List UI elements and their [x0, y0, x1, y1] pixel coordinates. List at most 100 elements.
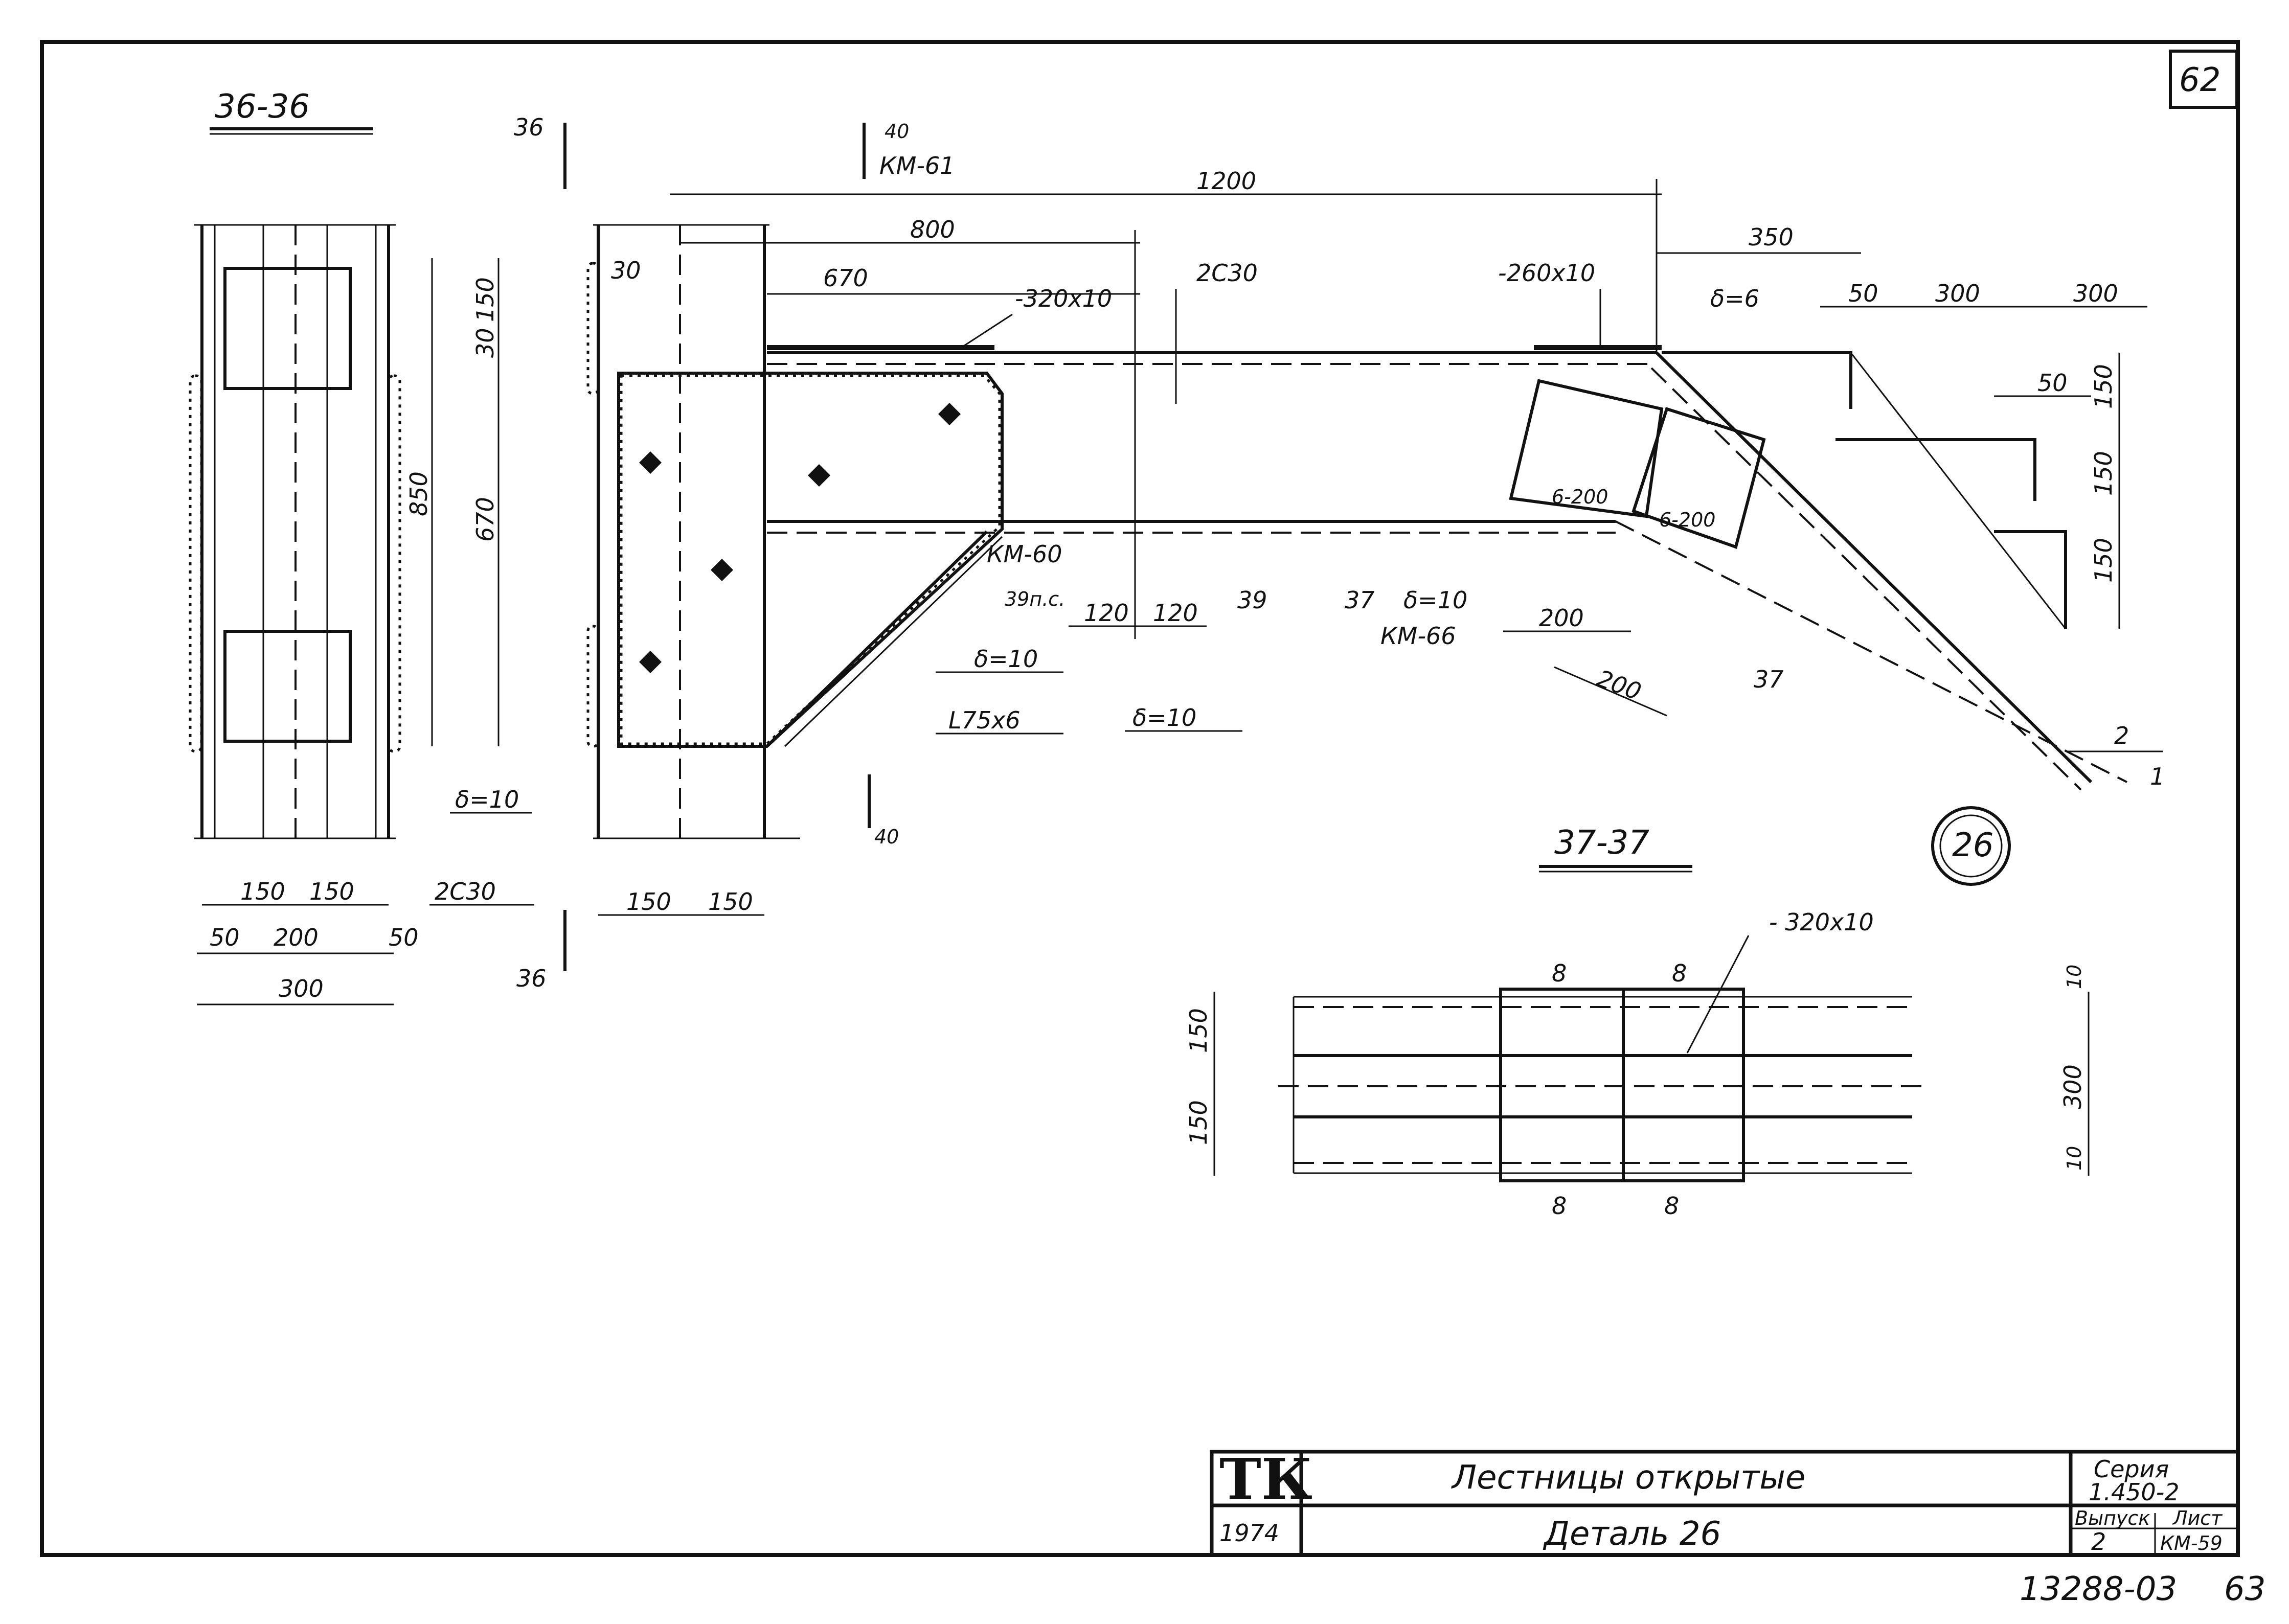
cut36-top: 36 [514, 113, 544, 141]
angle-brace-2 [784, 536, 1003, 747]
plate-260-label: -260х10 [1498, 259, 1595, 287]
main-col-dim-150a: 150 [626, 888, 671, 916]
bracket-plate-2 [1631, 407, 1766, 549]
dim-150a: 150 [2090, 364, 2117, 409]
s37-weld-8b: 8 [1672, 959, 1687, 987]
cut37b-label: 37 [1754, 666, 1784, 693]
steps [1662, 351, 2067, 629]
dim-50a: 50 [1848, 280, 1878, 307]
vdim-30a: 30 [611, 257, 641, 284]
sheet-border [40, 40, 2240, 1557]
plate-320b-label: - 320х10 [1769, 908, 1874, 936]
delta10a-label: δ=10 [974, 645, 1038, 673]
callouts: -320х10 2С30 -260х10 δ=6 КМ-60 39п.с. δ=… [936, 259, 2165, 886]
s37-dim-10a: 10 [2063, 965, 2086, 989]
km60-label: КМ-60 [987, 540, 1062, 568]
b6-200b-label: 6-200 [1659, 509, 1715, 531]
s37-weld-8c: 8 [1552, 1192, 1567, 1220]
main-col-dim-150b: 150 [708, 888, 753, 916]
gusset-plate [617, 372, 1004, 748]
tb-series-value: 1.450-2 [2089, 1478, 2180, 1506]
section-36-title: 36-36 [215, 88, 310, 126]
steps-nosing [1850, 352, 2067, 629]
main-col-bottom-dims: 150 150 [598, 888, 764, 916]
s37-weld-8a: 8 [1552, 959, 1567, 987]
slope-2: 2 [2114, 722, 2129, 749]
dim-200b: 200 [1593, 665, 1645, 706]
dim-670: 670 [823, 264, 868, 292]
archive-number: 13288-03 [2020, 1570, 2177, 1608]
stringer-top-inner [1650, 367, 2082, 791]
delta6-label: δ=6 [1710, 285, 1759, 312]
dim-350: 350 [1749, 223, 1794, 251]
bolt-5 [938, 403, 961, 425]
bolt-1 [639, 451, 662, 474]
dim-150b: 150 [2090, 451, 2117, 496]
dim-120b: 120 [1153, 599, 1198, 627]
step-2 [1835, 438, 2036, 501]
step-1 [1662, 351, 1852, 409]
vdim-850-label: 850 [405, 471, 433, 516]
s37-dim-150b: 150 [1185, 1100, 1212, 1145]
main-elevation: 36 36 40 КМ-61 40 [514, 113, 2147, 992]
s37-weld-8d: 8 [1664, 1192, 1679, 1220]
section-37-title: 37-37 [1554, 824, 1649, 862]
angle-brace [765, 530, 988, 748]
col36-weld-r [387, 374, 401, 753]
tb-sheet-label: Лист [2172, 1507, 2223, 1529]
angle75-label: L75х6 [948, 706, 1021, 734]
page-number-box [2169, 50, 2238, 109]
s37-dim-10b: 10 [2063, 1146, 2086, 1171]
plate-320b-leader [1686, 935, 1750, 1054]
bolt-2 [639, 651, 662, 673]
col36-dim-150a: 150 [240, 878, 285, 905]
channel-2c30-col: 2С30 [435, 878, 496, 905]
dim-50b: 50 [2037, 369, 2068, 397]
delta10c-label: δ=10 [1403, 586, 1467, 614]
tb-series-label: Серия [2094, 1455, 2169, 1483]
tb-issue-value: 2 [2091, 1528, 2106, 1556]
s37-dim-300: 300 [2059, 1064, 2087, 1109]
footer-page-number: 63 [2224, 1570, 2265, 1608]
bolts [639, 403, 961, 673]
col-weld-top [586, 262, 600, 395]
stringer-bottom [1615, 520, 2127, 783]
bolt-3 [711, 559, 733, 581]
col-weld-bottom [586, 625, 600, 748]
col36-plate-bottom [223, 630, 352, 743]
gusset-weld [620, 374, 1001, 745]
cut40-bottom: 40 [874, 826, 899, 848]
dim-300b: 300 [2073, 280, 2118, 307]
section-37-view: 37-37 - 320х10 8 8 8 8 150 150 10 300 10 [1185, 824, 2090, 1220]
slope-1: 1 [2150, 763, 2165, 790]
col36-weld-l [189, 374, 203, 753]
col36-dim-50b: 50 [389, 924, 419, 951]
plate-320-leader [961, 313, 1013, 349]
col36-dim-150b: 150 [309, 878, 354, 905]
section-36-view: 36-36 150 150 50 200 50 300 [189, 88, 419, 1005]
vdim-670-label: 670 [471, 497, 499, 542]
p39pc-label: 39п.с. [1005, 588, 1065, 610]
dim-150c: 150 [2090, 538, 2117, 583]
col36-dim-300: 300 [279, 975, 324, 1002]
cut40-top: 40 [885, 120, 909, 143]
title-block-frame [1210, 1450, 2240, 1557]
tb-logo: ТК [1219, 1446, 1312, 1512]
col36-dim-50a: 50 [210, 924, 240, 951]
delta10b-label: δ=10 [1132, 704, 1196, 731]
channel-2c30-label: 2С30 [1196, 259, 1258, 287]
step-3 [1994, 530, 2067, 629]
col36-plate-top [223, 267, 352, 390]
detail-26-outer [1931, 806, 2011, 886]
tb-sheet-value: КМ-59 [2160, 1532, 2223, 1554]
tb-subtitle: Деталь 26 [1543, 1515, 1721, 1553]
b6-200a-label: 6-200 [1552, 486, 1608, 508]
plate-320-label: -320х10 [1015, 285, 1112, 312]
cut37a-label: 37 [1345, 586, 1375, 614]
cut36-bottom: 36 [516, 965, 547, 992]
detail-26-label: 26 [1952, 827, 1993, 864]
dim-200b-line [1554, 666, 1667, 717]
tb-title: Лестницы открытые [1451, 1459, 1805, 1497]
bolt-4 [808, 464, 830, 487]
